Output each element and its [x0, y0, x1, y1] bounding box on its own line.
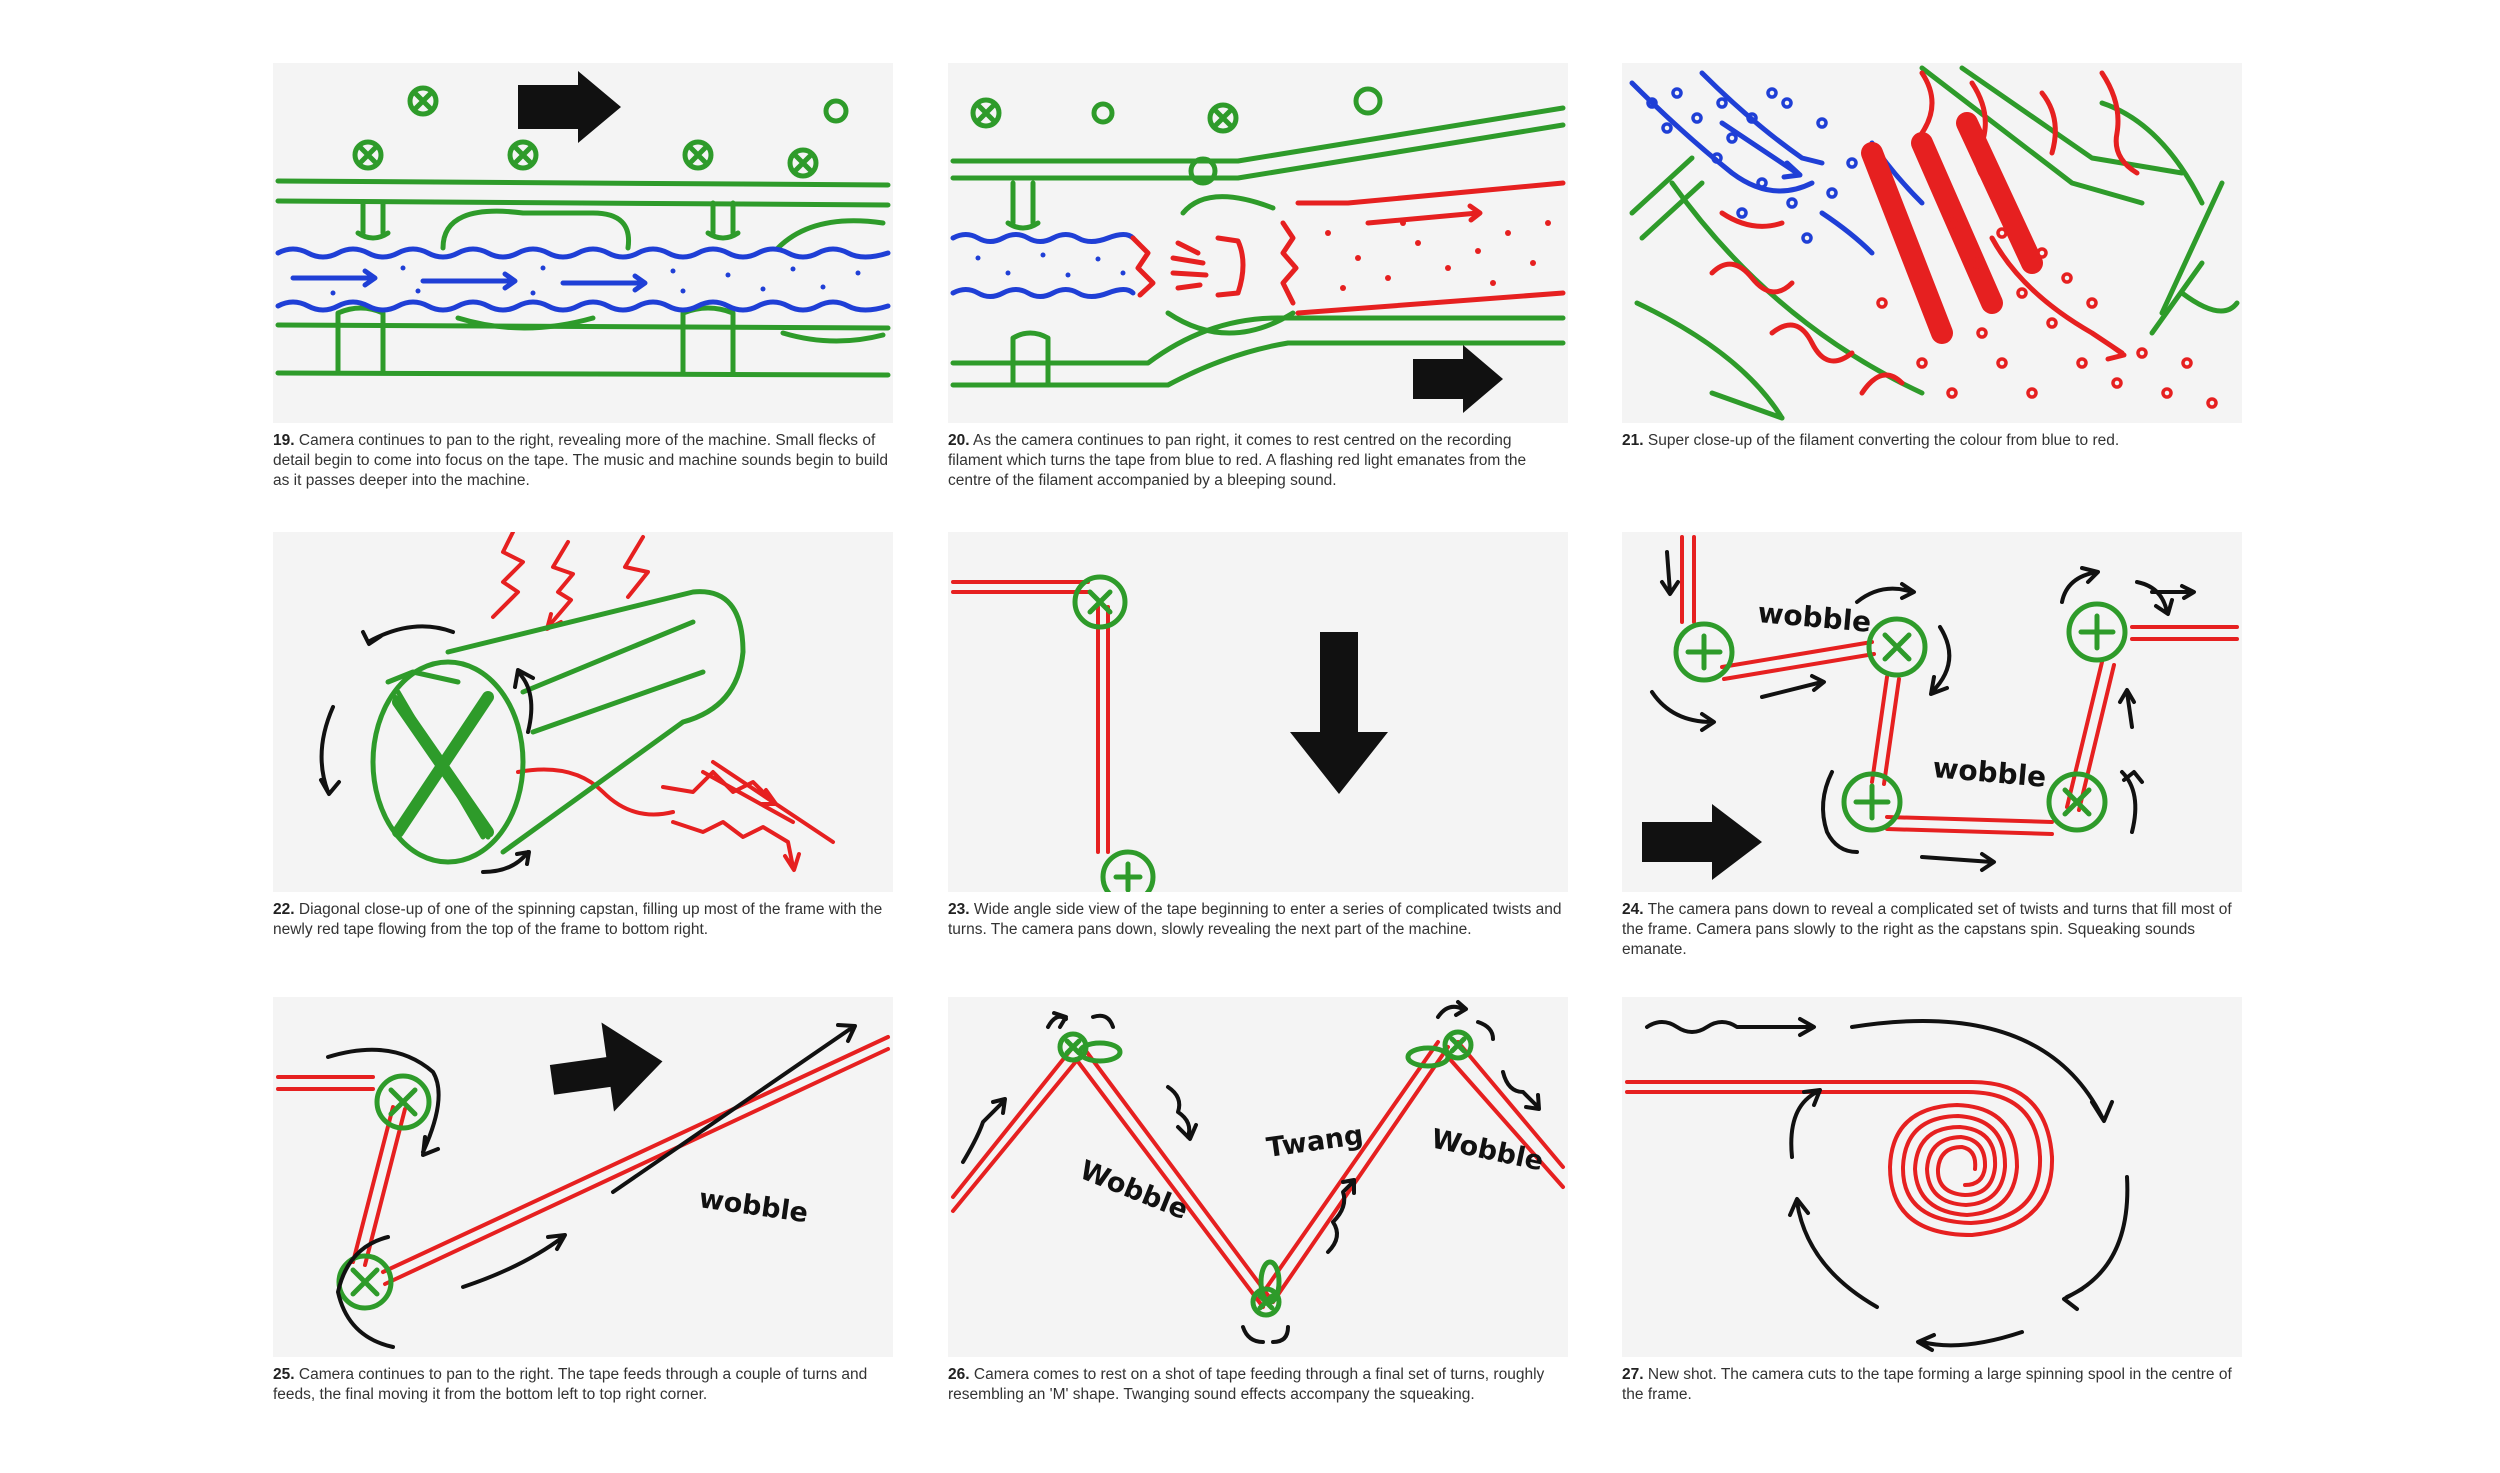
panel-23-drawing	[948, 532, 1568, 892]
panel-caption: New shot. The camera cuts to the tape fo…	[1622, 1366, 2232, 1403]
storyboard-panel-24: wobble wobble 24. The camera pans down t…	[1622, 532, 2242, 960]
panel-22-drawing	[273, 532, 893, 892]
twang-label: Twang	[1265, 1120, 1366, 1164]
wobble-label-left: Wobble	[1075, 1155, 1192, 1226]
wobble-label: wobble	[697, 1183, 810, 1229]
storyboard-panel-20: 20. As the camera continues to pan right…	[948, 63, 1568, 491]
panel-number: 23.	[948, 901, 970, 918]
panel-number: 22.	[273, 901, 295, 918]
storyboard-panel-21: 21. Super close-up of the filament conve…	[1622, 63, 2242, 451]
panel-24-drawing: wobble wobble	[1622, 532, 2242, 892]
panel-number: 24.	[1622, 901, 1644, 918]
panel-caption: Diagonal close-up of one of the spinning…	[273, 901, 883, 938]
panel-caption: Wide angle side view of the tape beginni…	[948, 901, 1562, 938]
panel-number: 27.	[1622, 1366, 1644, 1383]
storyboard-panel-19: 19. Camera continues to pan to the right…	[273, 63, 893, 491]
panel-number: 25.	[273, 1366, 295, 1383]
panel-20-drawing	[948, 63, 1568, 423]
wobble-label-2: wobble	[1931, 751, 2047, 794]
panel-number: 21.	[1622, 432, 1644, 449]
panel-caption: Super close-up of the filament convertin…	[1647, 432, 2120, 449]
panel-caption: As the camera continues to pan right, it…	[948, 432, 1527, 489]
panel-25-drawing: wobble	[273, 997, 893, 1357]
panel-number: 20.	[948, 432, 970, 449]
panel-caption: Camera continues to pan to the right. Th…	[273, 1366, 868, 1403]
panel-caption: Camera comes to rest on a shot of tape f…	[948, 1366, 1545, 1403]
panel-caption: The camera pans down to reveal a complic…	[1622, 901, 2232, 958]
panel-26-drawing: Wobble Twang Wobble	[948, 997, 1568, 1357]
panel-27-drawing	[1622, 997, 2242, 1357]
storyboard-panel-26: Wobble Twang Wobble 26. Camera comes to …	[948, 997, 1568, 1405]
storyboard-panel-27: 27. New shot. The camera cuts to the tap…	[1622, 997, 2242, 1405]
panel-number: 26.	[948, 1366, 970, 1383]
panel-19-drawing	[273, 63, 893, 423]
storyboard-panel-23: 23. Wide angle side view of the tape beg…	[948, 532, 1568, 940]
storyboard-panel-22: 22. Diagonal close-up of one of the spin…	[273, 532, 893, 940]
panel-number: 19.	[273, 432, 295, 449]
wobble-label-right: Wobble	[1429, 1124, 1547, 1178]
panel-21-drawing	[1622, 63, 2242, 423]
panel-caption: Camera continues to pan to the right, re…	[273, 432, 888, 489]
storyboard-panel-25: wobble 25. Camera continues to pan to th…	[273, 997, 893, 1405]
